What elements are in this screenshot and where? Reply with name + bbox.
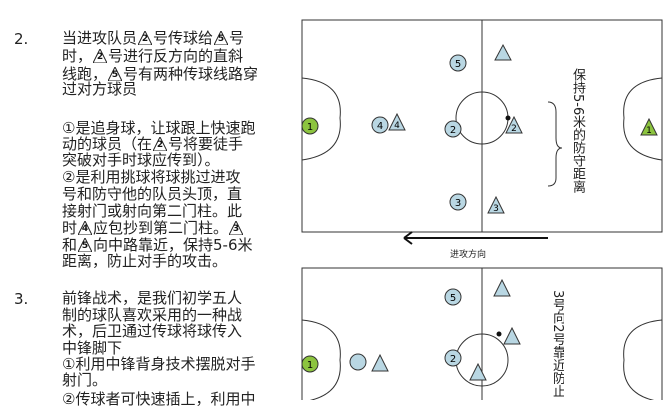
player-triangle [503, 326, 521, 345]
s3-line6: 射门。 [62, 371, 108, 389]
player-number: 3 [493, 204, 499, 214]
s2-p2-line6: 距离，防止对手的攻击。 [62, 252, 228, 270]
top-pitch [301, 19, 663, 233]
s2-text: 号传球给 [153, 29, 214, 47]
bottom-pitch [301, 267, 663, 400]
s2-text: 应包抄到第二门柱。 [93, 219, 229, 237]
left-penalty-arc [301, 319, 341, 400]
player-triangle [469, 362, 487, 381]
s2-text: 号 [229, 29, 245, 47]
player-circle [444, 349, 462, 367]
player-triangle-marker: 2 [138, 31, 153, 45]
player-circle [349, 353, 367, 371]
ball [505, 115, 511, 121]
s3-line2: 制的球队喜欢采用的一种战 [62, 306, 243, 324]
player-triangle [371, 353, 389, 372]
player-triangle [494, 43, 512, 61]
s3-line1: 前锋战术，是我们初学五人 [62, 289, 243, 307]
player-number: 2 [450, 354, 456, 365]
player-triangle-marker: 4 [78, 221, 93, 235]
s2-p2-line1: ②是利用挑球将球挑过进攻 [62, 168, 241, 186]
s2-text: 向中路靠近，保持5-6米 [93, 236, 253, 254]
right-penalty-arc [623, 319, 663, 400]
player-triangle [640, 117, 658, 136]
player-number: 4 [377, 121, 383, 132]
s3-line5: ①利用中锋背身技术摆脱对手 [62, 355, 256, 373]
s2-p1-line1: ①是追身球，让球跟上快速跑 [62, 119, 256, 137]
attack-direction-arrowhead [403, 231, 413, 245]
player-triangle [493, 278, 511, 297]
player-number: 5 [450, 293, 456, 304]
top-players: 1 5 4 2 3 4 2 3 1 [301, 43, 658, 214]
player-triangle-marker: 3 [229, 221, 244, 235]
s3-line3: 术，后卫通过传球将球传入 [62, 322, 243, 340]
section2-number: 2. [14, 30, 29, 48]
s2-text: 当进攻队员 [62, 29, 138, 47]
right-penalty-arc [623, 77, 663, 161]
player-triangle [505, 115, 523, 134]
s2-text: 号有两种传球线路穿 [123, 65, 259, 83]
player-number: 1 [307, 122, 313, 133]
player-number: 4 [394, 121, 400, 131]
attack-direction-label: 进攻方向 [450, 248, 486, 260]
player-number: 1 [646, 126, 652, 136]
s2-text: 号将要徒手 [168, 135, 244, 153]
s2-text: 线跑， [62, 65, 108, 83]
s2-p2-line3: 接射门或射向第二门柱。此 [62, 202, 243, 220]
player-number: 3 [455, 198, 461, 209]
distance-brace [547, 101, 563, 187]
s2-text: 时 [62, 219, 78, 237]
player-circle [449, 193, 467, 211]
player-circle [371, 116, 389, 134]
player-number: 2 [450, 125, 456, 136]
bottom-diagram-note: 3号向2号靠近防止 [550, 290, 564, 398]
s2-text: 时， [62, 47, 93, 65]
player-triangle [388, 112, 406, 131]
s2-text: 和 [62, 236, 78, 254]
player-triangle-marker: 5 [214, 31, 229, 45]
s2-p1-line3: 突破对手时球应传到）。 [62, 151, 220, 169]
player-triangle [487, 195, 505, 214]
player-number: 2 [511, 124, 517, 134]
left-penalty-arc [301, 77, 341, 161]
player-circle [301, 117, 319, 135]
player-circle [444, 120, 462, 138]
player-circle [449, 54, 467, 72]
s2-p2-line2: 号和防守他的队员头顶，直 [62, 185, 243, 203]
player-circle [301, 355, 319, 373]
top-diagram-note: 保持5-6米的防守距离 [570, 68, 585, 194]
player-number: 5 [455, 59, 461, 70]
player-triangle-marker: 2 [153, 137, 168, 151]
player-triangle-marker: 5 [78, 238, 93, 252]
player-number: 1 [307, 360, 313, 371]
s3-line4: 中锋脚下 [62, 339, 123, 357]
s2-line4: 过对方球员 [62, 80, 138, 98]
player-triangle-marker: 2 [93, 49, 108, 63]
section3-number: 3. [14, 290, 29, 308]
bottom-players: 5 1 2 [301, 278, 521, 381]
ball [496, 331, 502, 337]
player-circle [444, 288, 462, 306]
player-triangle-marker: 5 [108, 67, 123, 81]
s2-text: 号进行反方向的直斜 [108, 47, 244, 65]
s2-text: 动的球员（在 [62, 135, 153, 153]
